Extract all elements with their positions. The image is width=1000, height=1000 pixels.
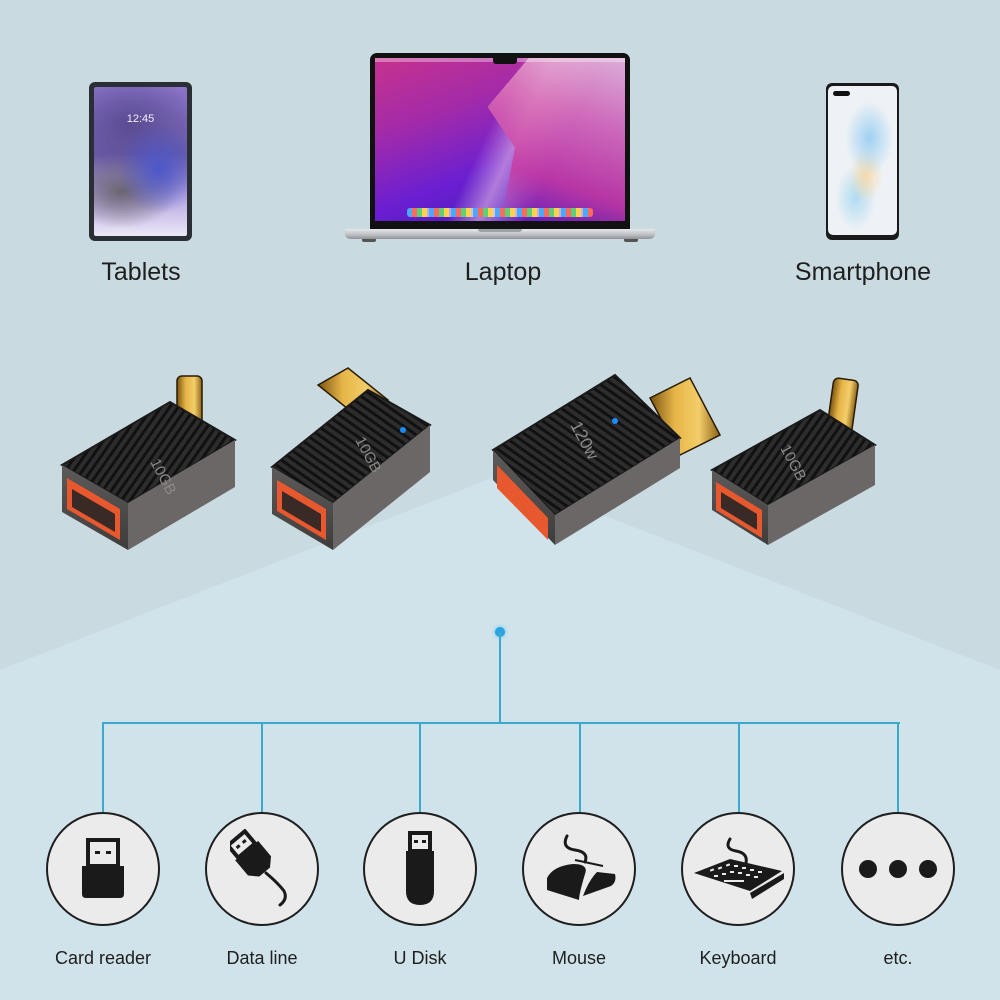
accessory-label: Card reader (54, 948, 152, 968)
accessory-label: Data line (226, 948, 298, 968)
accessory-circle (46, 812, 160, 926)
usb-a-port-icon (497, 465, 548, 540)
accessory-label: Keyboard (699, 948, 777, 968)
card-reader-icon (82, 838, 124, 898)
connector-drop-4 (579, 722, 581, 812)
adapter-1: 10GB (60, 375, 237, 550)
accessory-circle (363, 812, 477, 926)
connector-stem (499, 632, 501, 724)
tablet-image: 12:45 (89, 82, 192, 241)
connector-drop-3 (419, 722, 421, 812)
tablet-screen: 12:45 (94, 87, 187, 236)
smartphone-image (826, 83, 899, 240)
connector-drop-6 (897, 722, 899, 812)
smartphone-screen (828, 86, 897, 235)
indicator-led-icon (400, 427, 406, 433)
accessory-circle (522, 812, 636, 926)
more-dots-icon (859, 860, 937, 878)
laptop-dock (407, 208, 593, 217)
accessory-label: etc. (883, 948, 913, 968)
connector-drop-1 (102, 722, 104, 812)
connector-drop-5 (738, 722, 740, 812)
laptop-display (375, 58, 625, 221)
accessory-circle (841, 812, 955, 926)
laptop-foot-right (624, 239, 638, 242)
device-label-smartphone: Smartphone (794, 258, 932, 286)
adapter-2: 10GB (270, 367, 432, 550)
laptop-base-notch (478, 229, 522, 232)
laptop-notch (493, 58, 517, 64)
laptop-foot-left (362, 239, 376, 242)
device-label-laptop: Laptop (464, 258, 542, 286)
adapters-group: 10GB 10GB 120w 10GB (60, 367, 877, 550)
accessory-label: U Disk (393, 948, 447, 968)
laptop-image (370, 53, 630, 230)
usb-flash-drive-icon (406, 831, 434, 905)
usb-cable-icon (230, 829, 287, 907)
connector-drop-2 (261, 722, 263, 812)
smartphone-camera (833, 91, 850, 96)
adapter-4: 10GB (710, 377, 877, 545)
accessory-circle (205, 812, 319, 926)
keyboard-icon (694, 837, 784, 899)
device-label-tablets: Tablets (101, 258, 181, 286)
accessory-circle (681, 812, 795, 926)
accessory-label: Mouse (551, 948, 607, 968)
tablet-clock: 12:45 (126, 113, 155, 125)
mouse-icon (547, 834, 616, 900)
adapter-3: 120w (491, 373, 722, 545)
indicator-led-icon (612, 418, 618, 424)
connector-bus (102, 722, 900, 724)
laptop-base (345, 229, 655, 239)
